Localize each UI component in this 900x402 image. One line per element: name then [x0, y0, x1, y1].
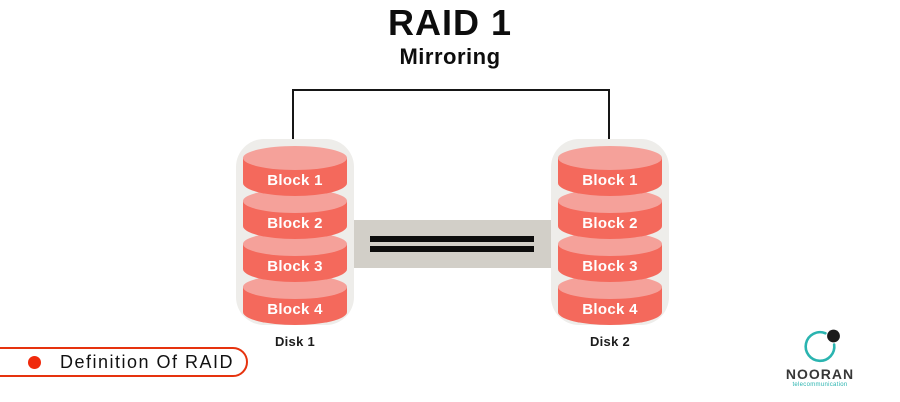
nooran-logo: NOORAN telecommunication — [785, 324, 855, 388]
disk-1-block-4-label: Block 4 — [267, 301, 323, 318]
logo-name-text: NOORAN — [785, 366, 855, 382]
disk-2-label: Disk 2 — [589, 334, 631, 349]
disk-1-platter-3: Block 3 — [243, 232, 347, 282]
disk-1-block-1-label: Block 1 — [267, 172, 323, 189]
disk-2-shell: Block 1 Block 2 Block 3 Block 4 — [551, 139, 669, 325]
disk-1-block-3-label: Block 3 — [267, 258, 323, 275]
disk-2-block-4-label: Block 4 — [582, 301, 638, 318]
disk-1-label: Disk 1 — [274, 334, 316, 349]
mirror-sync-bar — [346, 220, 557, 268]
disk-1-block-2-label: Block 2 — [267, 215, 323, 232]
definition-badge: Definition Of RAID — [0, 347, 248, 377]
platter-top-ellipse — [243, 146, 347, 170]
disk-2-platter-1: Block 1 — [558, 146, 662, 196]
page-title: RAID 1 — [387, 2, 513, 43]
equals-icon — [369, 236, 534, 242]
disk-1-platter-1: Block 1 — [243, 146, 347, 196]
disk-1-shell: Block 1 Block 2 Block 3 Block 4 — [236, 139, 354, 325]
definition-badge-label: Definition Of RAID — [60, 351, 235, 372]
page-subtitle: Mirroring — [399, 44, 501, 69]
disk-2-block-1-label: Block 1 — [582, 172, 638, 189]
open-circle-dot-icon — [804, 329, 840, 363]
disk-1: Block 1 Block 2 Block 3 Block 4 — [236, 139, 354, 349]
disk-2-block-3-label: Block 3 — [582, 258, 638, 275]
top-bracket-connector — [292, 89, 610, 139]
red-bullet-icon — [28, 355, 41, 369]
equals-icon — [369, 246, 534, 252]
disk-2-platter-4: Block 4 — [558, 275, 662, 325]
disk-2-block-2-label: Block 2 — [582, 215, 638, 232]
disk-2-platter-2: Block 2 — [558, 189, 662, 239]
disk-2: Block 1 Block 2 Block 3 Block 4 — [551, 139, 669, 349]
platter-top-ellipse — [558, 146, 662, 170]
disk-2-platter-3: Block 3 — [558, 232, 662, 282]
logo-tagline-text: telecommunication — [792, 382, 848, 388]
